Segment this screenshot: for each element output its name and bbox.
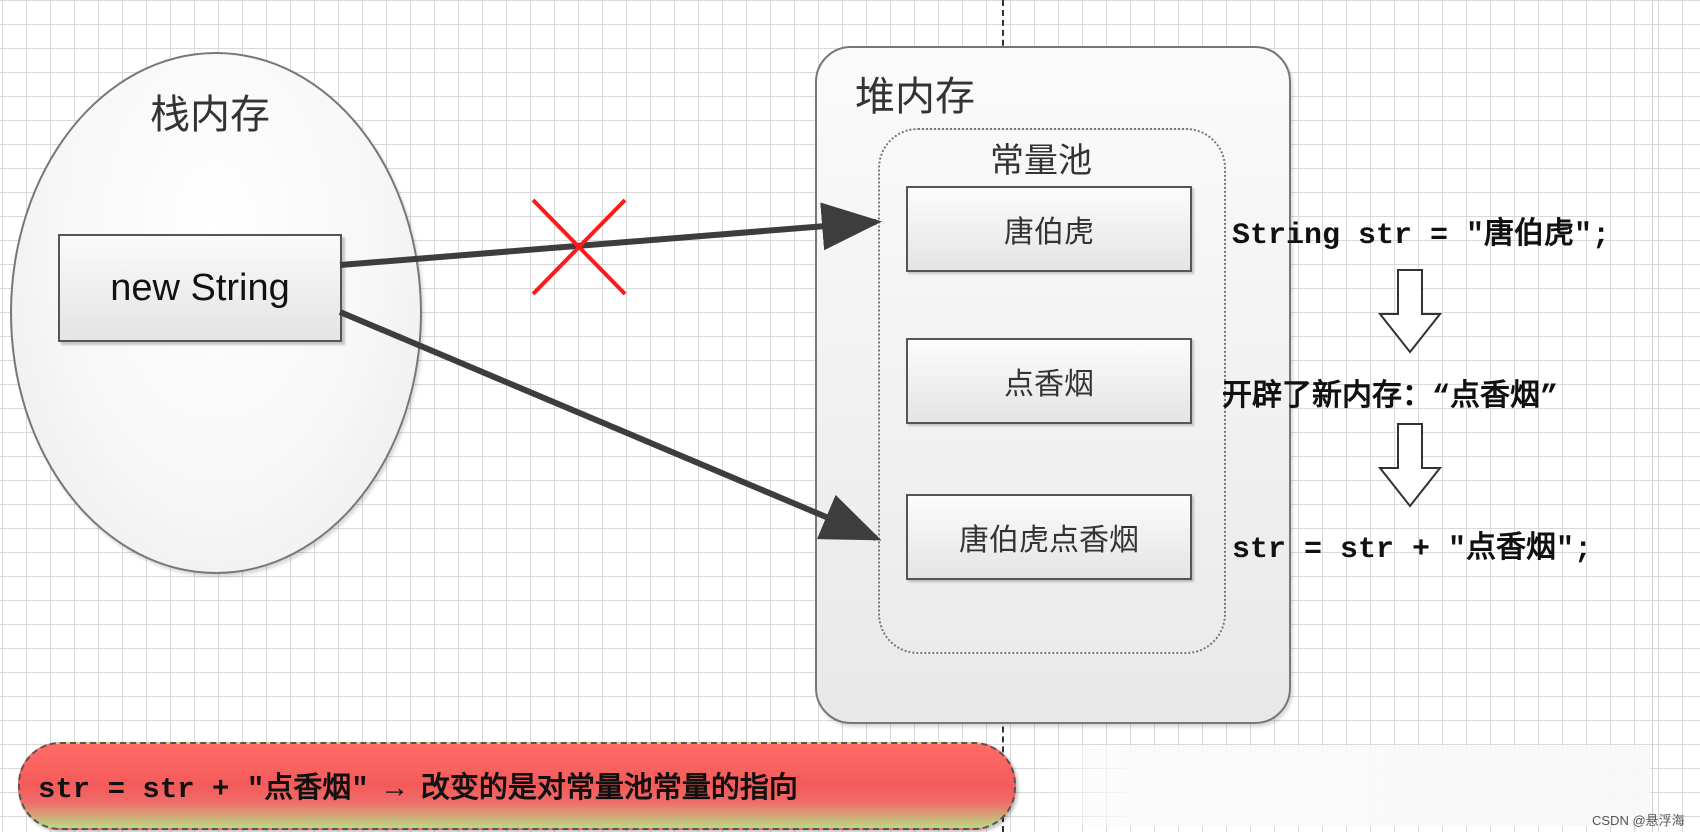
code-line-concat: str = str + ″点香烟″; [1232,533,1593,567]
stack-memory-label: 栈内存 [150,92,270,138]
code-line-new-memory: 开辟了新内存：“点香烟” [1222,381,1559,415]
red-cross-icon [531,198,627,296]
new-string-box: new String [58,234,342,342]
note-text: str = str + ″点香烟″ → 改变的是对常量池常量的指向 [38,773,798,806]
down-arrow-icon [1378,423,1442,508]
pool-item-tangbohu: 唐伯虎 [906,186,1192,272]
down-arrow-icon [1378,269,1442,354]
constant-pool-label: 常量池 [990,141,1092,181]
pool-item-combined: 唐伯虎点香烟 [906,494,1192,580]
old-reference-arrow [339,202,882,268]
note-banner [18,742,1016,830]
watermark: CSDN @悬浮海 [1592,813,1685,828]
code-line-declare: String str = ″唐伯虎″; [1232,219,1611,253]
blurred-region [1050,746,1650,826]
pool-item-dianxiangyan: 点香烟 [906,338,1192,424]
new-reference-arrow [338,309,882,541]
grid-edge [1652,0,1653,832]
heap-memory-label: 堆内存 [855,74,975,120]
